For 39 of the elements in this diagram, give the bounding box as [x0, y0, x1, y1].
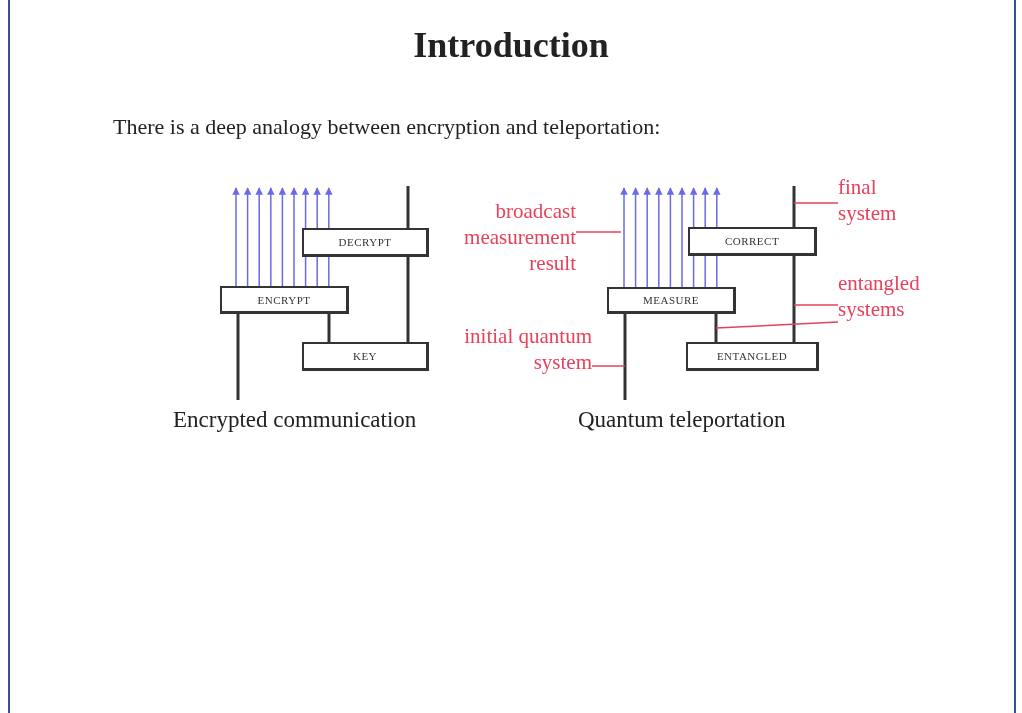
arrow: [678, 187, 686, 288]
annotation-label: entangled systems: [838, 270, 958, 322]
wire: [792, 186, 796, 227]
wire: [406, 186, 410, 228]
wire: [327, 314, 331, 342]
arrow: [643, 187, 651, 288]
arrow: [620, 187, 628, 288]
arrow: [232, 187, 240, 287]
process-box: MEASURE: [607, 287, 736, 314]
slide-title: Introduction: [412, 24, 610, 66]
intro-sentence: There is a deep analogy between encryption and teleportation:: [113, 114, 661, 140]
leader-line: [715, 321, 839, 329]
wire: [236, 314, 240, 400]
process-box: DECRYPT: [302, 228, 429, 257]
process-box: ENCRYPT: [220, 286, 349, 314]
leader-line: [793, 202, 839, 204]
leader-line: [575, 231, 622, 233]
wire: [792, 256, 796, 342]
wire: [623, 314, 627, 400]
annotation-label: initial quantum system: [460, 323, 592, 403]
diagram-caption: Encrypted communication: [173, 407, 417, 433]
process-box: KEY: [302, 342, 429, 371]
arrow: [278, 187, 287, 287]
process-box: ENTANGLED: [686, 342, 819, 371]
arrow: [243, 187, 252, 287]
arrow: [267, 187, 275, 287]
arrow: [255, 187, 263, 287]
leader-line: [793, 304, 839, 306]
process-box: CORRECT: [688, 227, 817, 256]
wire: [406, 257, 410, 342]
diagram-caption: Quantum teleportation: [578, 407, 786, 433]
arrow: [290, 187, 298, 287]
annotation-label: broadcast measurement result: [452, 198, 576, 276]
arrow: [631, 187, 640, 288]
arrow: [655, 187, 663, 288]
annotation-label: final system: [838, 174, 938, 226]
leader-line: [591, 365, 626, 367]
arrow: [666, 187, 675, 288]
wire: [714, 314, 718, 342]
